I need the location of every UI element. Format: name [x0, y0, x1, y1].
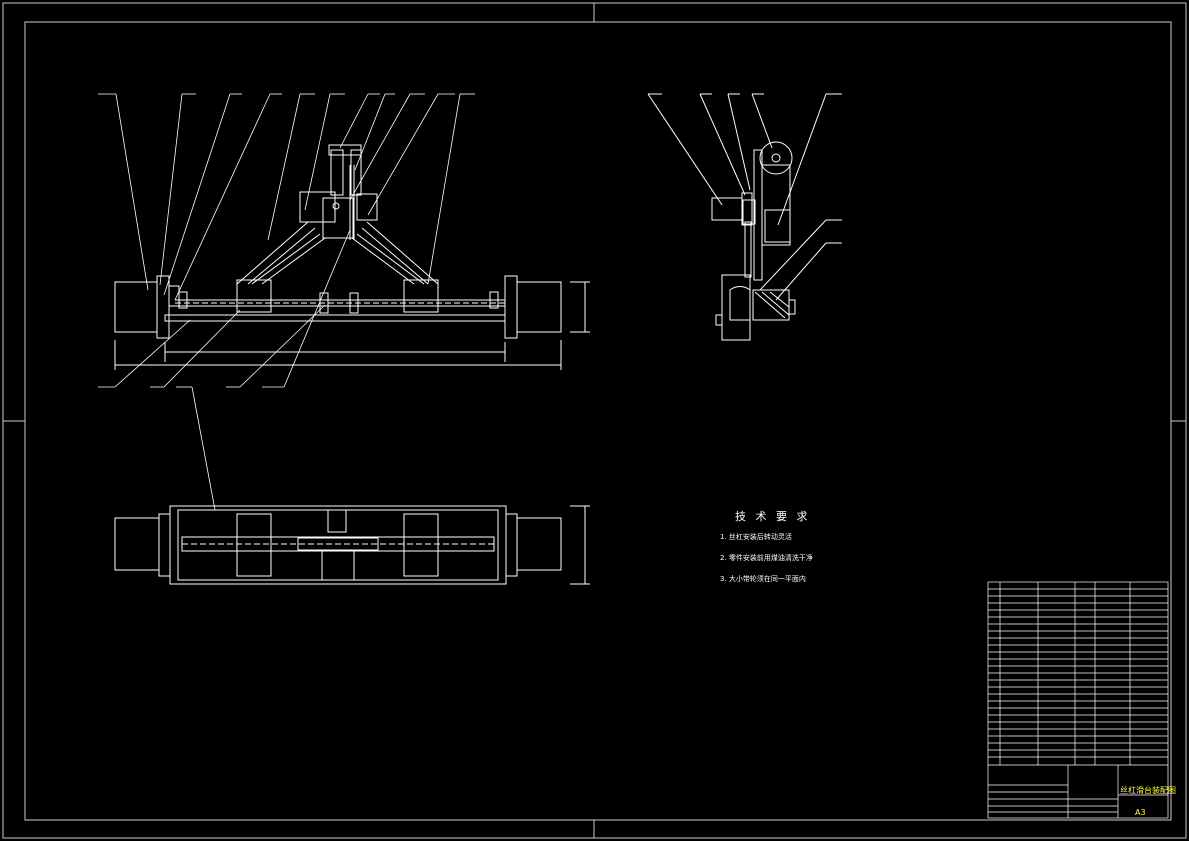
- leader-lines: [98, 93, 475, 511]
- drawing-scale: A3: [1135, 808, 1146, 817]
- tech-requirement-item: 2. 零件安装前用煤油清洗干净: [720, 554, 813, 562]
- side-view: [647, 93, 842, 341]
- title-block: [987, 581, 1169, 819]
- drawing-name: 丝杠滑台装配图: [1120, 786, 1176, 795]
- tech-requirement-item: 3. 大小带轮须在同一平面内: [720, 575, 806, 583]
- tech-requirement-item: 1. 丝杠安装后转动灵活: [720, 533, 792, 541]
- tech-requirements-title: 技 术 要 求: [735, 510, 811, 523]
- top-view: [114, 505, 590, 585]
- front-view: [114, 144, 590, 370]
